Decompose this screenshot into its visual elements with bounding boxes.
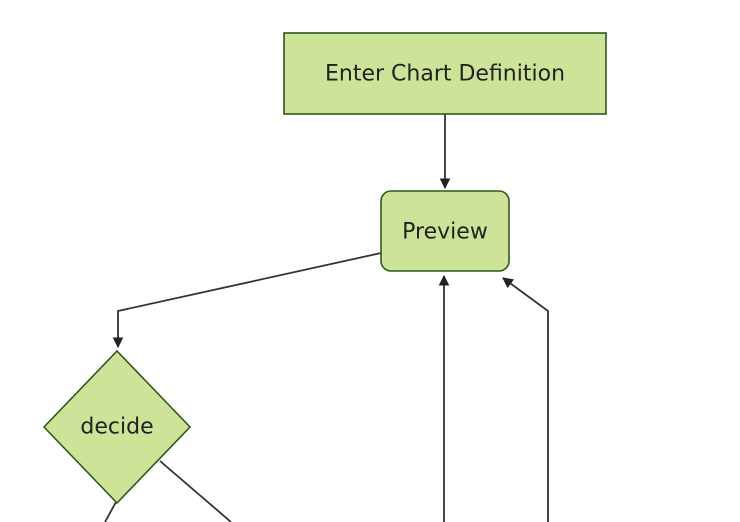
edge-preview-to-decide [112, 252, 382, 349]
edge-decide-to-offscreen-right [159, 460, 232, 522]
node-preview: Preview [380, 190, 510, 272]
node-preview-label: Preview [402, 220, 488, 245]
node-enter-chart-definition-label: Enter Chart Definition [325, 62, 565, 87]
edge-decide-to-offscreen-left [104, 501, 117, 522]
node-preview-shape [380, 190, 510, 272]
edge-offscreen-to-preview-corner [502, 277, 549, 522]
node-decide: decide [42, 349, 192, 505]
node-decide-shape [42, 349, 192, 505]
node-enter-chart-definition: Enter Chart Definition [283, 32, 607, 115]
node-decide-label: decide [80, 415, 153, 440]
node-enter-chart-definition-shape [283, 32, 607, 115]
